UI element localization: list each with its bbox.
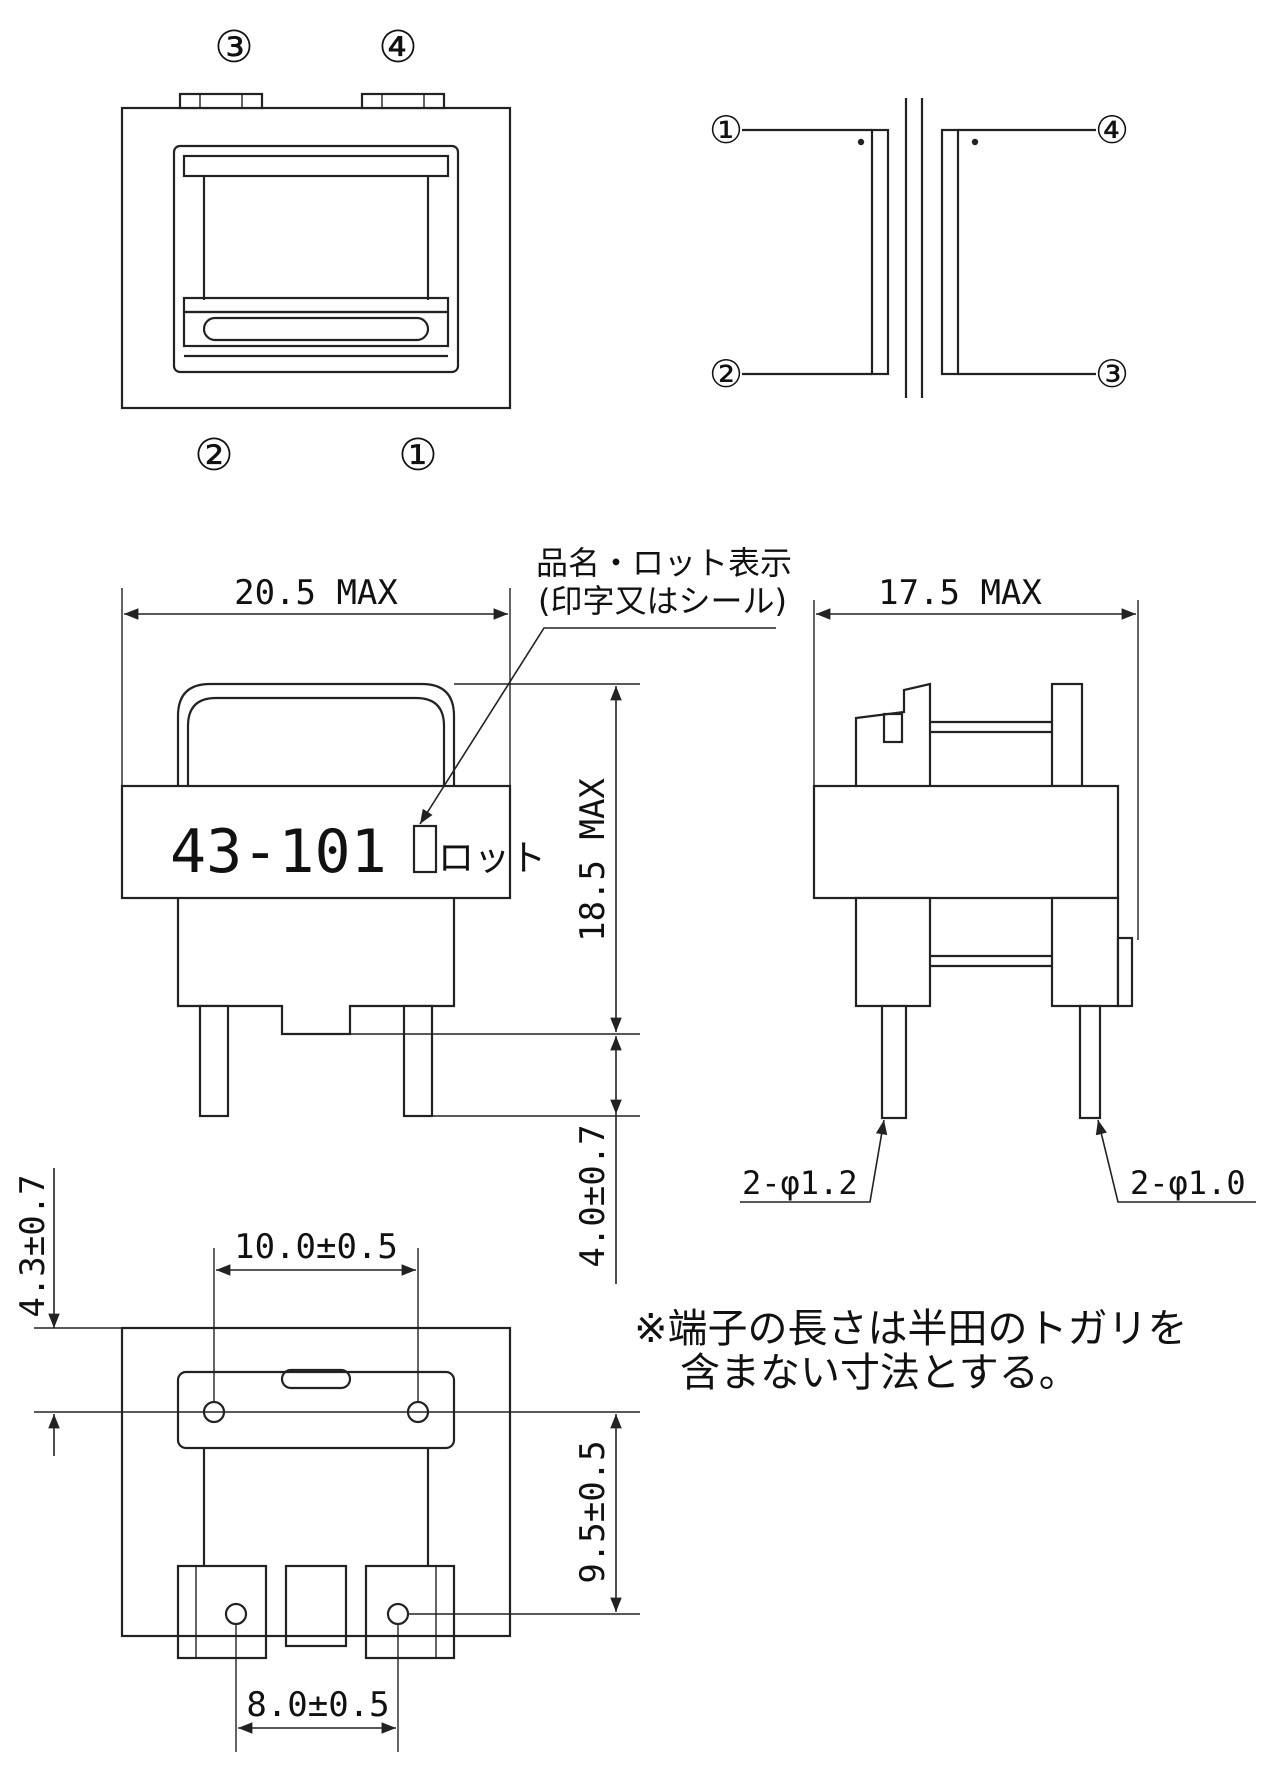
schematic-pin-1: ① xyxy=(709,108,743,152)
front-height-dim: 18.5 MAX xyxy=(573,778,613,942)
side-pin-left xyxy=(880,1004,908,1120)
part-number: 43-101 xyxy=(170,817,387,887)
schematic-pin-2: ② xyxy=(709,352,743,396)
side-pin-right xyxy=(1078,1004,1102,1120)
pin-diameter-left: 2-φ1.2 xyxy=(742,1164,858,1202)
pin-diameter-right: 2-φ1.0 xyxy=(1130,1164,1246,1202)
side-depth-dim: 17.5 MAX xyxy=(878,573,1042,613)
secondary-winding xyxy=(940,128,960,376)
schematic-pin-4: ④ xyxy=(1095,108,1129,152)
marking-callout-line1: 品名・ロット表示 xyxy=(536,544,792,582)
marking-callout-line2: (印字又はシール) xyxy=(538,582,787,620)
label-band xyxy=(120,784,512,900)
top-pin-1-label: ① xyxy=(398,430,437,481)
top-pin-4-label: ④ xyxy=(378,22,417,73)
schematic-pin-3: ③ xyxy=(1095,352,1129,396)
pitch-bottom-dim: 8.0±0.5 xyxy=(246,1685,389,1725)
note-line2: 含まない寸法とする。 xyxy=(680,1350,1079,1396)
pitch-top-dim: 10.0±0.5 xyxy=(234,1227,398,1267)
top-pin-3-label: ③ xyxy=(214,22,253,73)
lot-label: ロット xyxy=(438,838,546,879)
top-tab-3 xyxy=(178,92,264,110)
top-tab-4 xyxy=(360,92,446,110)
top-pin-2-label: ② xyxy=(194,430,233,481)
front-view: 20.5 MAX 43-101 ロット 18.5 MAX 4.0±0.7 品名・… xyxy=(120,544,792,1284)
offset-dim: 4.3±0.7 xyxy=(13,1174,53,1317)
note-line1: ※端子の長さは半田のトガリを xyxy=(634,1306,1188,1352)
lead-length-dim: 4.0±0.7 xyxy=(573,1124,613,1267)
note: ※端子の長さは半田のトガリを 含まない寸法とする。 xyxy=(634,1306,1188,1396)
winding-schematic: ① ② ④ ③ xyxy=(709,98,1129,398)
front-pin-left xyxy=(198,1004,230,1118)
row-spacing-dim: 9.5±0.5 xyxy=(573,1440,613,1583)
side-view: 17.5 MAX 2-φ1.2 2-φ1.0 xyxy=(740,573,1256,1203)
bottom-view: 10.0±0.5 8.0±0.5 4.3±0.7 9.5±0.5 xyxy=(13,1168,640,1752)
lot-box xyxy=(412,824,438,874)
front-width-dim: 20.5 MAX xyxy=(234,573,398,613)
primary-winding xyxy=(870,128,890,376)
top-view: ③ ④ ② ① xyxy=(120,22,512,481)
front-pin-right xyxy=(402,1004,434,1118)
